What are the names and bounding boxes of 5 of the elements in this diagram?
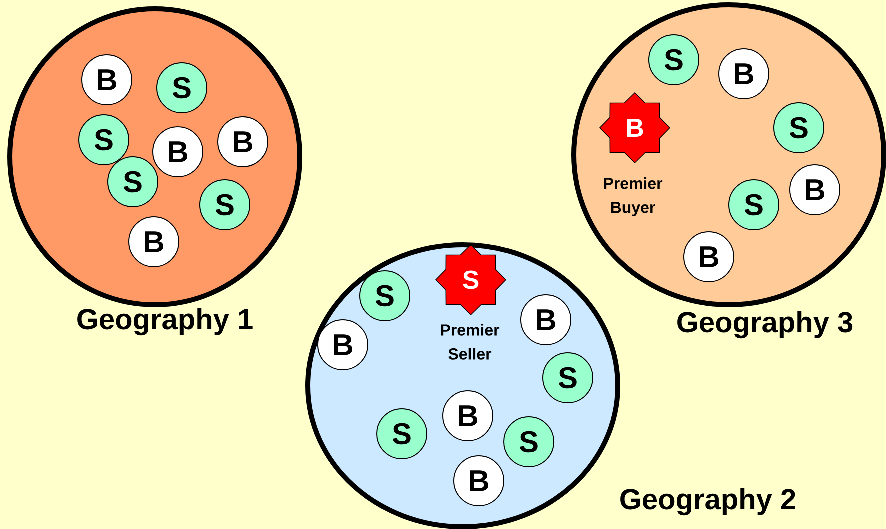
node-label: Geography 3 xyxy=(678,311,853,339)
star-caption: Premier Seller xyxy=(441,324,500,360)
node-label: Geography 1 xyxy=(78,308,253,336)
node-label: Geography 2 xyxy=(620,488,796,516)
star-caption: Premier Buyer xyxy=(604,178,663,216)
